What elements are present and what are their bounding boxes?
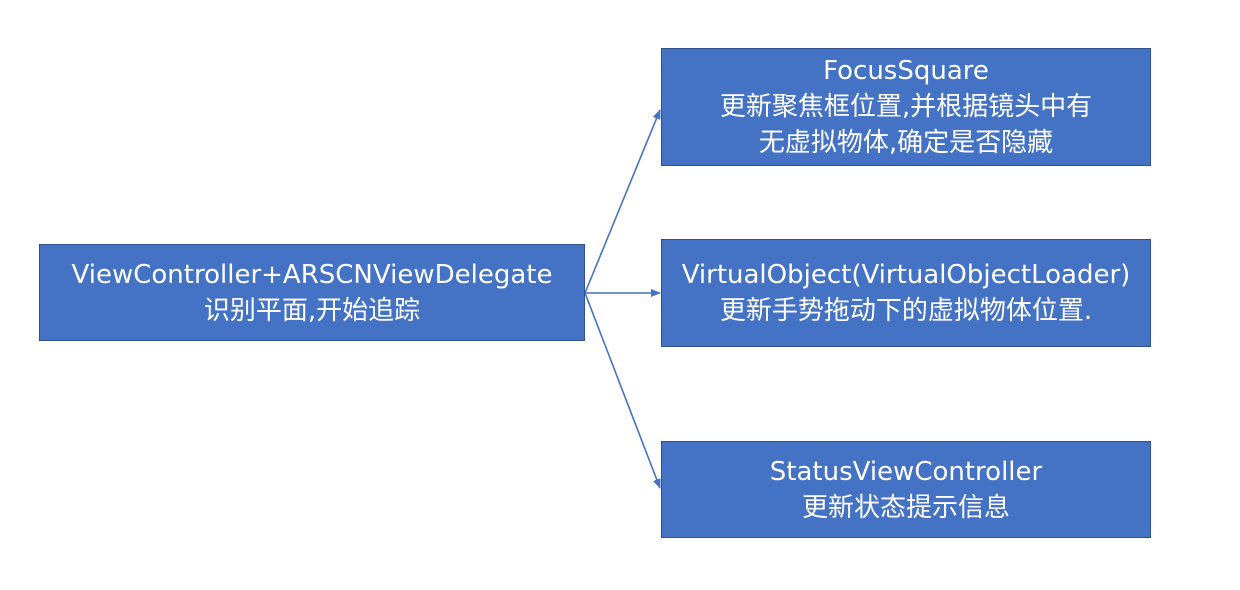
virtual-object-node: VirtualObject(VirtualObjectLoader) 更新手势拖… bbox=[661, 239, 1151, 347]
status-view-controller-title: StatusViewController bbox=[769, 456, 1043, 487]
arrow-to-focus-square bbox=[584, 109, 661, 294]
arrow-to-status-view-controller bbox=[584, 292, 661, 489]
focus-square-description-line1: 更新聚焦框位置,并根据镜头中有 bbox=[719, 92, 1093, 122]
virtual-object-title: VirtualObject(VirtualObjectLoader) bbox=[681, 260, 1131, 290]
focus-square-description-line2: 无虚拟物体,确定是否隐藏 bbox=[758, 128, 1054, 158]
status-view-controller-description: 更新状态提示信息 bbox=[801, 492, 1010, 523]
focus-square-node: FocusSquare 更新聚焦框位置,并根据镜头中有 无虚拟物体,确定是否隐藏 bbox=[661, 48, 1151, 166]
view-controller-node: ViewController+ARSCNViewDelegate 识别平面,开始… bbox=[39, 244, 585, 341]
view-controller-title: ViewController+ARSCNViewDelegate bbox=[71, 259, 553, 290]
view-controller-description: 识别平面,开始追踪 bbox=[203, 295, 421, 326]
focus-square-title: FocusSquare bbox=[823, 56, 989, 86]
virtual-object-description: 更新手势拖动下的虚拟物体位置. bbox=[719, 296, 1093, 326]
status-view-controller-node: StatusViewController 更新状态提示信息 bbox=[661, 441, 1151, 538]
